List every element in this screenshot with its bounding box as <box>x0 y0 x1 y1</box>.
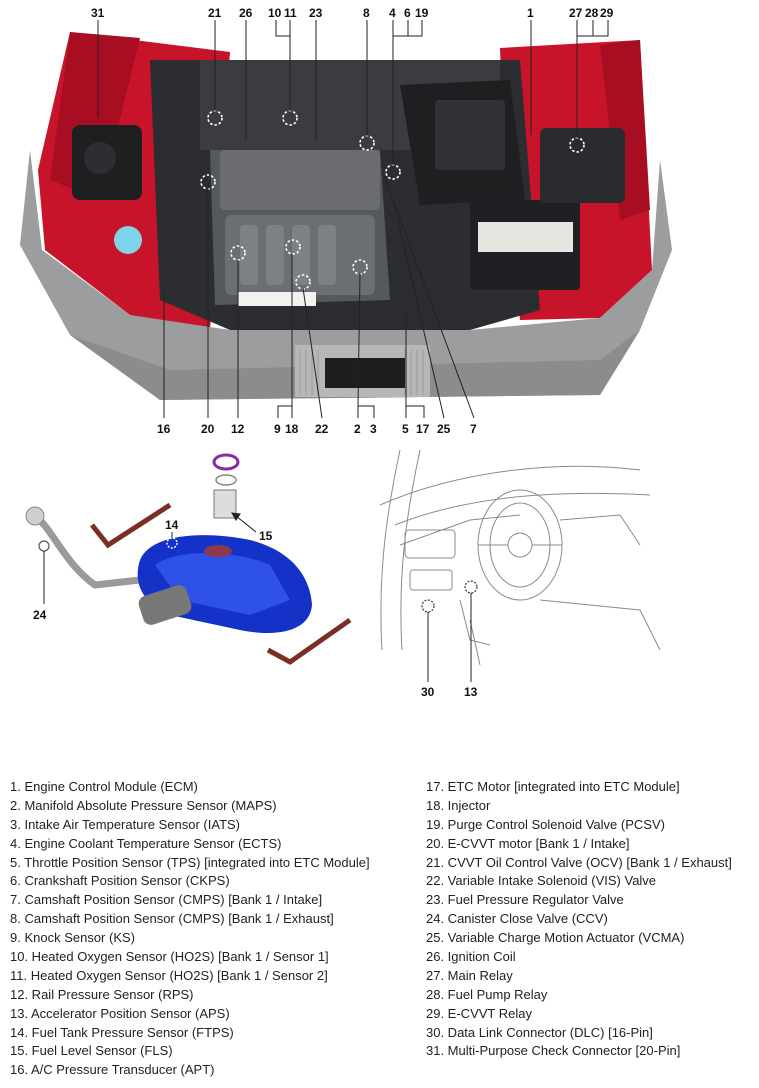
legend-right-column: 17. ETC Motor [integrated into ETC Modul… <box>426 778 732 1061</box>
callout-circles-dash <box>421 580 478 613</box>
legend-item: 28. Fuel Pump Relay <box>426 986 548 1002</box>
callout-label: 9 <box>274 422 281 436</box>
legend-item: 17. ETC Motor [integrated into ETC Modul… <box>426 779 680 794</box>
callout-label: 7 <box>470 422 477 436</box>
callout-label: 16 <box>157 422 171 436</box>
legend-item: 29. E-CVVT Relay <box>426 1005 532 1021</box>
legend-item: 19. Purge Control Solenoid Valve (PCSV) <box>426 816 665 832</box>
callout-label: 2 <box>354 422 361 436</box>
legend-item: 8. Camshaft Position Sensor (CMPS) [Bank… <box>10 911 334 927</box>
legend-item: 10. Heated Oxygen Sensor (HO2S) [Bank 1 … <box>10 949 329 965</box>
legend-item: 30. Data Link Connector (DLC) [16-Pin] <box>426 1024 653 1040</box>
callout-label: 13 <box>464 685 478 699</box>
callout-label: 6 <box>404 6 411 20</box>
callout-label: 31 <box>91 6 105 20</box>
legend-item: 18. Injector <box>426 797 491 813</box>
legend-item: 11. Heated Oxygen Sensor (HO2S) [Bank 1 … <box>10 967 328 983</box>
legend-item: 20. E-CVVT motor [Bank 1 / Intake] <box>426 835 630 851</box>
callout-label: 4 <box>389 6 396 20</box>
callout-label: 8 <box>363 6 370 20</box>
callout-label: 24 <box>33 608 47 622</box>
legend-item: 13. Accelerator Position Sensor (APS) <box>10 1005 230 1021</box>
legend-item: 5. Throttle Position Sensor (TPS) [integ… <box>10 854 370 870</box>
callout-label: 22 <box>315 422 329 436</box>
callout-label: 11 <box>284 6 297 20</box>
callout-label: 1 <box>527 6 534 20</box>
callout-label: 15 <box>259 529 273 543</box>
legend-item: 16. A/C Pressure Transducer (APT) <box>10 1062 215 1078</box>
legend-item: 24. Canister Close Valve (CCV) <box>426 911 608 927</box>
legend-item: 27. Main Relay <box>426 967 513 983</box>
callout-label: 20 <box>201 422 215 436</box>
legend-item: 3. Intake Air Temperature Sensor (IATS) <box>10 816 241 832</box>
leader-lines-bottom <box>163 175 475 419</box>
legend-item: 23. Fuel Pressure Regulator Valve <box>426 892 624 908</box>
callout-label: 17 <box>416 422 430 436</box>
callout-label: 18 <box>285 422 299 436</box>
legend-item: 2. Manifold Absolute Pressure Sensor (MA… <box>10 797 277 813</box>
callout-label: 12 <box>231 422 245 436</box>
legend-item: 22. Variable Intake Solenoid (VIS) Valve <box>426 873 657 889</box>
callout-label: 14 <box>165 518 179 532</box>
callout-label: 19 <box>415 6 429 20</box>
legend-item: 25. Variable Charge Motion Actuator (VCM… <box>426 930 685 946</box>
legend-item: 1. Engine Control Module (ECM) <box>10 779 198 794</box>
legend-item: 6. Crankshaft Position Sensor (CKPS) <box>10 873 230 889</box>
legend-item: 12. Rail Pressure Sensor (RPS) <box>10 986 194 1002</box>
callout-label: 21 <box>208 6 222 20</box>
leader-lines-dash <box>427 593 472 682</box>
callout-label: 10 <box>268 6 282 20</box>
legend-item: 26. Ignition Coil <box>426 949 516 965</box>
fuel-tank-illustration <box>25 453 352 665</box>
callout-label: 26 <box>239 6 253 20</box>
legend-item: 14. Fuel Tank Pressure Sensor (FTPS) <box>10 1024 234 1040</box>
leader-lines-top <box>97 20 609 166</box>
legend-item: 15. Fuel Level Sensor (FLS) <box>10 1043 173 1059</box>
dashboard-illustration <box>379 449 661 666</box>
callout-label: 28 <box>585 6 599 20</box>
legend-item: 21. CVVT Oil Control Valve (OCV) [Bank 1… <box>426 854 732 870</box>
callout-label: 27 <box>569 6 583 20</box>
legend-item: 31. Multi-Purpose Check Connector [20-Pi… <box>426 1043 681 1059</box>
legend-item: 9. Knock Sensor (KS) <box>10 930 135 946</box>
legend-item: 7. Camshaft Position Sensor (CMPS) [Bank… <box>10 892 323 908</box>
leader-lines-fuel <box>43 512 257 604</box>
callout-label: 30 <box>421 685 435 699</box>
callout-label: 5 <box>402 422 409 436</box>
callout-label: 23 <box>309 6 323 20</box>
legend-item: 4. Engine Coolant Temperature Sensor (EC… <box>10 835 282 851</box>
callout-label: 29 <box>600 6 614 20</box>
callout-label: 3 <box>370 422 377 436</box>
engine-bay-photo <box>20 32 672 400</box>
legend-left-column: 1. Engine Control Module (ECM) 2. Manifo… <box>10 778 370 1080</box>
callout-label: 25 <box>437 422 451 436</box>
